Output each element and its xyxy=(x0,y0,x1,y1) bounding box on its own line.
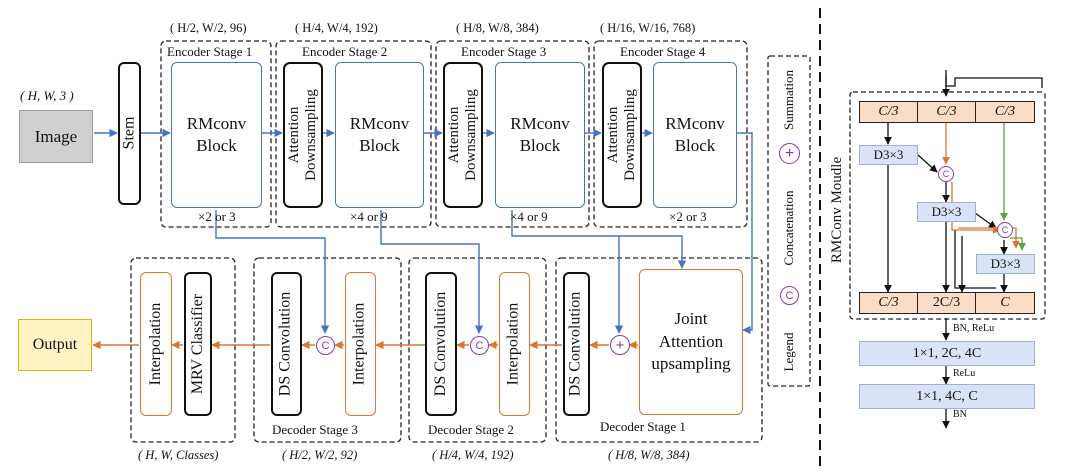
encoder-stage-1-box xyxy=(160,40,272,228)
module-title: RMConv Moudle xyxy=(829,156,846,264)
encoder-stage-4-title: Encoder Stage 4 xyxy=(620,44,706,59)
attention-downsampling-label-3: Attention Downsampling xyxy=(445,89,479,181)
image-label: Image xyxy=(34,126,78,146)
legend-concat-label: Concatenation xyxy=(780,190,796,266)
rmconv-block-3-label: RMconv Block xyxy=(510,113,570,155)
stem-block xyxy=(118,62,141,205)
module-concat-symbol-1: C xyxy=(942,169,950,179)
input-shape-label: ( H, W, 3 ) xyxy=(20,88,74,103)
attention-downsampling-block-4 xyxy=(602,62,642,208)
encoder-stage-3-shape: ( H/8, W/8, 384) xyxy=(456,21,539,35)
encoder-stage-3-repeat: ×4 or 9 xyxy=(510,209,548,224)
output-box: Output xyxy=(18,319,92,371)
encoder-stage-2-repeat: ×4 or 9 xyxy=(350,209,388,224)
encoder-stage-2-title: Encoder Stage 2 xyxy=(302,44,388,59)
interpolation-label-final: Interpolation xyxy=(146,302,164,386)
ds-convolution-block-3 xyxy=(271,272,302,416)
module-d3-box-1: D3×3 xyxy=(859,145,918,165)
decoder-stage-3-title: Decoder Stage 3 xyxy=(272,422,358,437)
encoder-stage-1-title: Encoder Stage 1 xyxy=(167,44,253,59)
rmconv-block-4: RMconv Block xyxy=(653,62,737,208)
rmconv-block-1: RMconv Block xyxy=(171,62,262,208)
decoder-stage-3-shape: ( H/2, W/2, 92) xyxy=(282,448,358,462)
module-fc-box-1: 1×1, 2C, 4C xyxy=(859,341,1035,366)
ds-convolution-label-3: DS Convolution xyxy=(276,291,294,397)
module-concat-symbol-2: C xyxy=(1001,225,1009,235)
module-top-cell-2: C/3 xyxy=(917,101,976,123)
decoder-stage-1-shape: ( H/8, W/8, 384) xyxy=(608,448,690,462)
interpolation-label-2: Interpolation xyxy=(504,302,522,386)
legend-concat-icon: C xyxy=(780,286,799,305)
module-concat-circle-2: C xyxy=(997,222,1013,238)
ds-convolution-block-1 xyxy=(563,272,590,416)
joint-attention-upsampling-label: Joint Attention upsampling xyxy=(651,308,731,374)
module-top-cell-3: C/3 xyxy=(975,101,1035,123)
module-bottom-cell-3: C xyxy=(975,292,1035,314)
concat-symbol-3: C xyxy=(321,339,330,352)
module-bottom-cell-1: C/3 xyxy=(859,292,918,314)
summation-symbol: + xyxy=(615,336,625,354)
encoder-stage-4-repeat: ×2 or 3 xyxy=(669,209,707,224)
legend-sum-label: Summation xyxy=(780,70,796,130)
decoder-stage-2-shape: ( H/4, W/4, 192) xyxy=(432,448,514,462)
legend-sum-icon: + xyxy=(779,143,800,164)
decoder-stage-3-box xyxy=(253,257,402,443)
module-d3-box-3: D3×3 xyxy=(976,254,1035,274)
concat-circle-2: C xyxy=(470,336,489,355)
decoder-stage-1-title: Decoder Stage 1 xyxy=(600,419,686,434)
rmconv-block-1-label: RMconv Block xyxy=(186,113,247,155)
rmconv-block-3: RMconv Block xyxy=(495,62,585,208)
attention-downsampling-block-3 xyxy=(443,62,483,208)
encoder-stage-1-shape: ( H/2, W/2, 96) xyxy=(170,21,247,35)
stem-label: Stem xyxy=(120,116,138,150)
rmconv-block-2: RMconv Block xyxy=(335,62,424,208)
attention-downsampling-label-4: Attention Downsampling xyxy=(604,89,638,181)
mrv-classifier-label: MRV Classifier xyxy=(188,293,206,395)
module-bottom-cell-2: 2C/3 xyxy=(917,292,976,314)
concat-circle-3: C xyxy=(316,336,335,355)
ds-convolution-label-2: DS Convolution xyxy=(431,291,449,397)
encoder-stage-2-shape: ( H/4, W/4, 192) xyxy=(295,21,378,35)
encoder-stage-4-shape: ( H/16, W/16, 768) xyxy=(600,21,696,35)
image-box: Image xyxy=(19,110,93,163)
decoder-stage-1-box xyxy=(555,257,763,443)
module-relu-label: ReLu xyxy=(953,368,976,379)
module-fc-box-2: 1×1, 4C, C xyxy=(859,384,1035,409)
decoder-stage-2-title: Decoder Stage 2 xyxy=(428,422,514,437)
ds-convolution-label-1: DS Convolution xyxy=(566,291,584,397)
decoder-stage-2-box xyxy=(408,257,547,443)
interpolation-label-3: Interpolation xyxy=(350,302,368,386)
ds-convolution-block-2 xyxy=(425,272,457,416)
encoder-stage-3-title: Encoder Stage 3 xyxy=(461,44,547,59)
module-d3-box-2: D3×3 xyxy=(917,202,976,222)
module-dashed-box xyxy=(849,91,1046,320)
rmconv-block-4-label: RMconv Block xyxy=(665,113,725,155)
encoder-stage-1-repeat: ×2 or 3 xyxy=(198,209,236,224)
interpolation-block-final xyxy=(140,272,172,416)
final-shape: ( H, W, Classes) xyxy=(138,448,219,462)
module-bn-relu-label: BN, ReLu xyxy=(953,323,995,334)
joint-attention-upsampling-block: Joint Attention upsampling xyxy=(639,269,743,415)
legend-concat-symbol: C xyxy=(785,289,794,302)
attention-downsampling-label-2: Attention Downsampling xyxy=(285,89,319,181)
concat-symbol-2: C xyxy=(475,339,484,352)
final-stage-box xyxy=(130,257,236,443)
summation-circle: + xyxy=(610,335,630,355)
interpolation-block-3 xyxy=(345,272,376,416)
interpolation-block-2 xyxy=(499,272,530,416)
legend-title: Legend xyxy=(780,332,796,372)
output-label: Output xyxy=(32,336,78,353)
attention-downsampling-block-2 xyxy=(283,62,323,208)
legend-box xyxy=(767,55,811,387)
mrv-classifier-block xyxy=(184,272,212,416)
module-bn-label: BN xyxy=(953,409,967,420)
rmconv-block-2-label: RMconv Block xyxy=(349,113,410,155)
legend-sum-symbol: + xyxy=(784,144,795,162)
module-top-cell-1: C/3 xyxy=(859,101,918,123)
module-concat-circle-1: C xyxy=(938,166,954,182)
